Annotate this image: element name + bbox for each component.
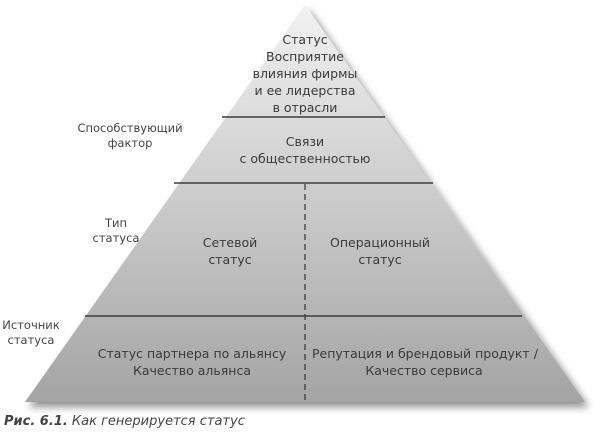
apex-line-3: и ее лидерства xyxy=(254,83,356,98)
apex-text: Статус Восприятие влияния фирмы и ее лид… xyxy=(245,31,365,116)
side-label-source-line-2: статуса xyxy=(7,333,55,347)
side-label-type-line-2: статуса xyxy=(92,231,140,245)
apex-line-1: Восприятие xyxy=(266,49,344,64)
tier2-text: Связи с общественностью xyxy=(225,133,385,167)
side-label-factor: Способствующий фактор xyxy=(75,121,185,151)
apex-line-4: в отрасли xyxy=(272,100,338,115)
side-label-source: Источник статуса xyxy=(0,318,62,348)
tier3-right-text: Операционный статус xyxy=(320,234,440,268)
pyramid-shape xyxy=(25,5,585,402)
tier4-right-line-1: Репутация и брендовый продукт / xyxy=(312,346,538,361)
side-label-factor-line-1: Способствующий xyxy=(77,121,183,135)
tier3-left-line-2: статус xyxy=(208,252,252,267)
side-label-type-line-1: Тип xyxy=(104,216,128,230)
tier4-right-text: Репутация и брендовый продукт / Качество… xyxy=(312,345,538,379)
tier4-left-line-2: Качество альянса xyxy=(133,363,251,378)
tier3-left-text: Сетевой статус xyxy=(180,234,280,268)
tier4-left-line-1: Статус партнера по альянсу xyxy=(97,346,287,361)
figure-title: Как генерируется статус xyxy=(71,414,245,429)
side-label-factor-line-2: фактор xyxy=(107,136,153,150)
tier4-left-text: Статус партнера по альянсу Качество алья… xyxy=(92,345,292,379)
tier4-right-line-2: Качество сервиса xyxy=(365,363,483,378)
tier3-left-line-1: Сетевой xyxy=(202,235,258,250)
apex-title: Статус xyxy=(282,32,328,47)
tier3-right-line-1: Операционный xyxy=(330,235,430,250)
tier3-right-line-2: статус xyxy=(358,252,402,267)
side-label-source-line-1: Источник xyxy=(2,318,60,332)
figure-caption: Рис. 6.1. Как генерируется статус xyxy=(4,414,245,429)
tier2-line-2: с общественностью xyxy=(239,151,371,166)
apex-line-2: влияния фирмы xyxy=(252,66,358,81)
figure-number: Рис. 6.1. xyxy=(4,414,68,429)
side-label-type: Тип статуса xyxy=(86,216,146,246)
tier2-line-1: Связи xyxy=(285,134,325,149)
